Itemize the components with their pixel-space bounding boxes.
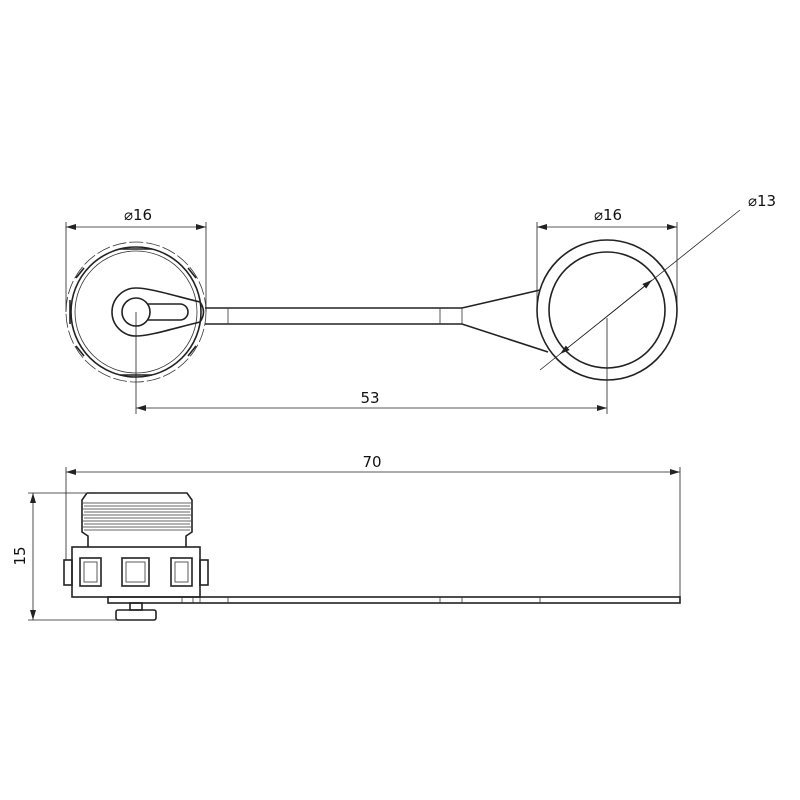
dimension-height: 15 — [11, 492, 120, 621]
side-strap — [107, 596, 681, 604]
height-label: 15 — [11, 546, 29, 565]
side-view: 70 15 — [11, 453, 681, 621]
eyelet — [111, 287, 205, 337]
dimension-center-distance: 53 — [135, 312, 608, 414]
center-distance-label: 53 — [360, 389, 379, 407]
top-view: ⌀16 ⌀16 ⌀13 53 — [65, 192, 776, 414]
body — [63, 546, 209, 598]
strap — [205, 289, 549, 353]
thread — [81, 492, 193, 547]
overall-length-label: 70 — [362, 453, 381, 471]
ring-inner-diameter-label: ⌀13 — [748, 192, 776, 210]
dimension-overall-length: 70 — [65, 453, 681, 597]
dimension-ring-diameter: ⌀16 — [536, 206, 678, 310]
left-diameter-label: ⌀16 — [124, 206, 152, 224]
dimension-ring-inner-diameter: ⌀13 — [539, 192, 776, 371]
dimension-left-diameter: ⌀16 — [65, 206, 207, 312]
knob — [115, 602, 157, 621]
ring-diameter-label: ⌀16 — [594, 206, 622, 224]
